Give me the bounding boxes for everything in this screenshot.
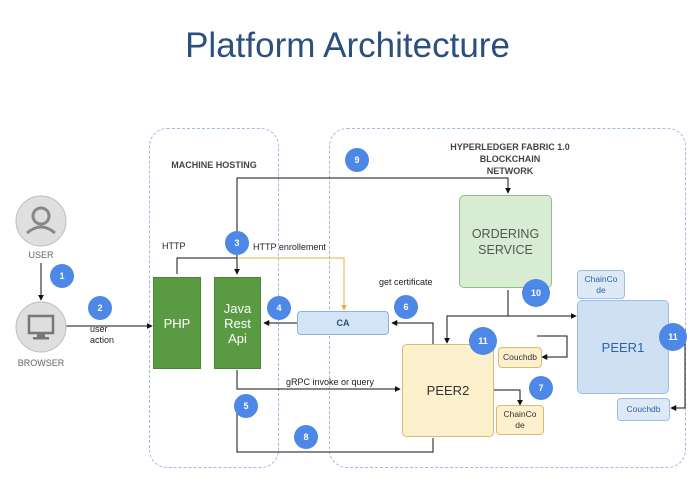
browser-label: BROWSER: [17, 358, 65, 368]
page-title: Platform Architecture: [185, 26, 510, 65]
return-line: [236, 400, 434, 453]
ca-component: CA: [297, 311, 389, 335]
peer1-chaincode: ChainCo de: [577, 270, 625, 299]
get-certificate-arrow: [391, 320, 434, 345]
peer1-component: PEER1: [577, 300, 669, 394]
step-badge-8: 8: [294, 425, 318, 449]
step-badge-3: 3: [225, 231, 249, 255]
machine-hosting-label: MACHINE HOSTING: [171, 160, 257, 170]
grpc-arrow: [236, 370, 401, 392]
http-enrollment-label: HTTP enrollement: [253, 242, 326, 252]
peer2-chaincode: ChainCo de: [496, 405, 544, 435]
step-badge-9: 9: [345, 148, 369, 172]
http-label: HTTP: [162, 241, 186, 251]
peer2-couchdb: Couchdb: [498, 347, 542, 368]
ordering-to-peer2-arrow: [444, 290, 509, 344]
java-rest-api-component: Java Rest Api: [214, 277, 261, 369]
peer2-component: PEER2: [402, 344, 494, 437]
user-label: USER: [28, 250, 54, 260]
php-component: PHP: [153, 277, 201, 369]
fabric-network-region: [329, 128, 686, 468]
user-icon: [15, 195, 67, 247]
peer1-couchdb: Couchdb: [617, 398, 670, 421]
monitor-icon: [15, 301, 67, 353]
step-badge-7: 7: [529, 376, 553, 400]
peer2-to-couchdb-arrow: [537, 335, 568, 360]
step-badge-1: 1: [50, 264, 74, 288]
http-enrollment-arrow: [237, 257, 347, 311]
grpc-label: gRPC invoke or query: [286, 377, 375, 387]
step-badge-11-peer1: 11: [659, 323, 687, 351]
step-badge-4: 4: [267, 296, 291, 320]
java-to-ordering-arrow: [236, 177, 511, 258]
user-action-label: user action: [90, 324, 115, 345]
ordering-service-component: ORDERING SERVICE: [459, 195, 552, 288]
step-badge-6: 6: [394, 295, 418, 319]
step-badge-11-peer2: 11: [469, 327, 497, 355]
step-badge-5: 5: [234, 394, 258, 418]
step-badge-2: 2: [88, 296, 112, 320]
step-badge-10: 10: [522, 279, 550, 307]
fabric-network-label: HYPERLEDGER FABRIC 1.0 BLOCKCHAIN NETWOR…: [450, 142, 570, 176]
http-arrow: [176, 257, 240, 275]
get-certificate-label: get certificate: [379, 277, 433, 287]
